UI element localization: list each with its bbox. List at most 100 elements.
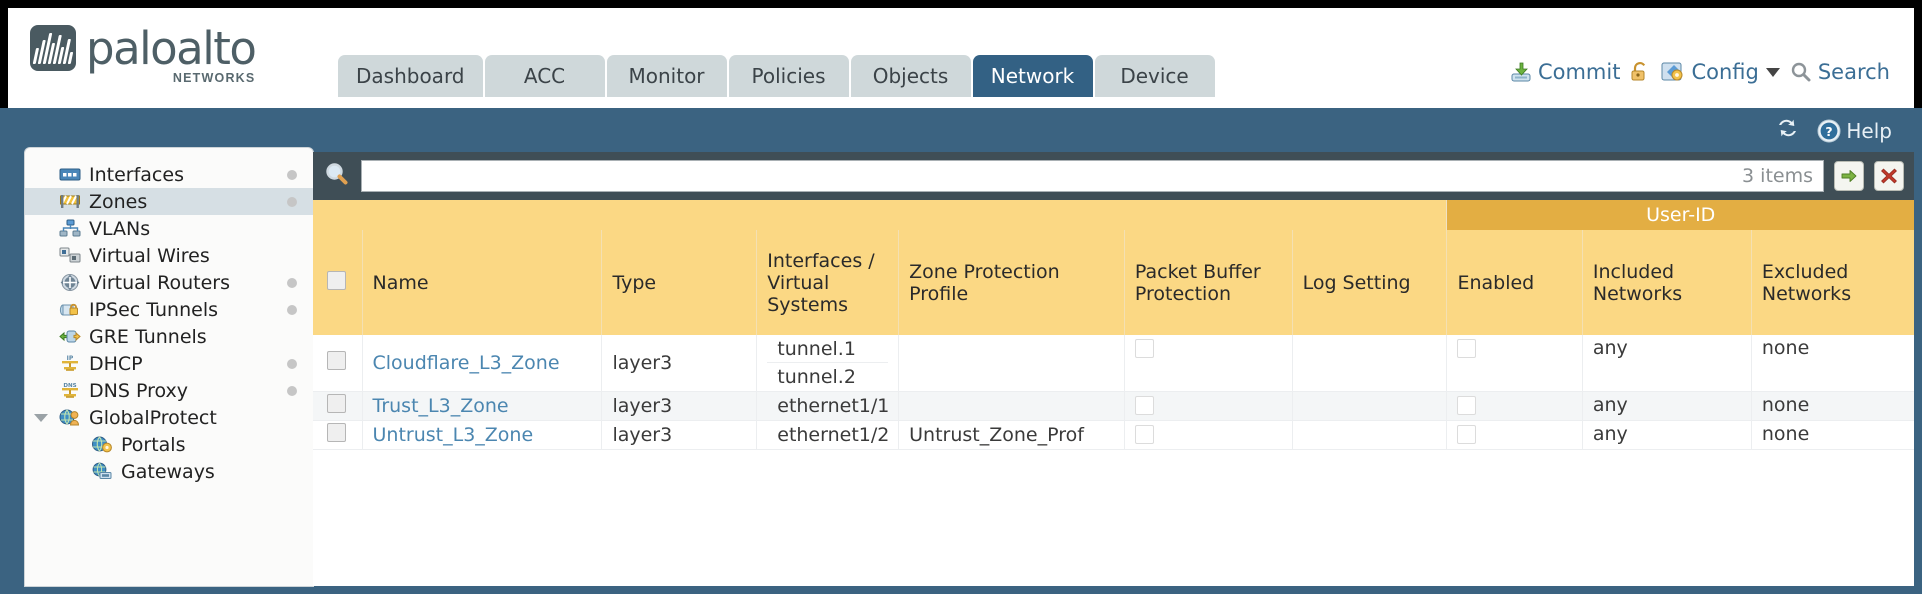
sidebar-item-interfaces[interactable]: Interfaces (25, 161, 313, 188)
vlans-icon (59, 219, 81, 238)
nav-tab-monitor[interactable]: Monitor (606, 55, 727, 97)
sidebar-item-indicator-dot (287, 196, 297, 207)
sidebar-item-label: DNS Proxy (89, 379, 188, 402)
sidebar-item-virtual-routers[interactable]: Virtual Routers (25, 269, 313, 296)
cell-log-setting (1291, 335, 1447, 392)
sidebar-item-indicator-dot (287, 358, 297, 369)
config-label: Config (1691, 60, 1759, 84)
column-header-excluded-networks[interactable]: Excluded Networks (1750, 230, 1914, 335)
select-all-checkbox[interactable] (327, 270, 346, 290)
column-header-type[interactable]: Type (601, 230, 757, 335)
interfaces-icon (59, 165, 81, 184)
nav-tab-network[interactable]: Network (972, 55, 1093, 97)
apply-filter-button[interactable] (1834, 161, 1864, 191)
column-header-name[interactable]: Name (361, 230, 602, 335)
packet-buffer-protection-checkbox[interactable] (1134, 425, 1154, 444)
nav-tab-dashboard[interactable]: Dashboard (338, 55, 483, 97)
cell-log-setting (1291, 420, 1447, 450)
search-button[interactable]: Search (1789, 60, 1890, 84)
sidebar-item-portals[interactable]: Portals (25, 431, 313, 458)
column-header-zone-protection-profile[interactable]: Zone Protection Profile (898, 230, 1125, 335)
cell-packet-buffer-protection (1123, 335, 1293, 392)
gre-tunnels-icon (59, 327, 81, 346)
help-button[interactable]: ? Help (1816, 118, 1892, 144)
nav-tab-policies[interactable]: Policies (728, 55, 849, 97)
nav-tab-acc[interactable]: ACC (484, 55, 605, 97)
cell-name: Trust_L3_Zone (361, 391, 602, 421)
user-id-enabled-checkbox[interactable] (1457, 425, 1477, 444)
dns-proxy-icon: DNS (59, 381, 81, 400)
packet-buffer-protection-checkbox[interactable] (1134, 339, 1154, 358)
clear-filter-button[interactable] (1874, 161, 1904, 191)
zones-icon (59, 192, 81, 211)
chevron-down-icon[interactable] (34, 413, 48, 422)
commit-label: Commit (1537, 60, 1621, 84)
column-header-interfaces-virtual-systems[interactable]: Interfaces / Virtual Systems (756, 230, 899, 335)
zone-name-link[interactable]: Cloudflare_L3_Zone (372, 352, 560, 374)
commit-button[interactable]: Commit (1509, 60, 1621, 84)
refresh-button[interactable] (1774, 116, 1802, 145)
sidebar-item-indicator-dot (287, 169, 297, 180)
row-select-checkbox-cell (313, 420, 363, 450)
cell-user-id-enabled (1446, 420, 1583, 450)
packet-buffer-protection-checkbox[interactable] (1134, 396, 1154, 415)
search-input[interactable]: 3 items (361, 160, 1824, 192)
search-icon (1791, 62, 1811, 82)
row-select-checkbox[interactable] (327, 394, 346, 413)
sidebar-item-virtual-wires[interactable]: Virtual Wires (25, 242, 313, 269)
secondary-toolbar: ? Help (8, 108, 1914, 152)
sidebar-item-gateways[interactable]: Gateways (25, 458, 313, 485)
sidebar-item-zones[interactable]: Zones (25, 188, 313, 215)
cell-interfaces: ethernet1/2 (756, 420, 899, 450)
sidebar-item-label: GRE Tunnels (89, 325, 207, 348)
refresh-icon (1779, 119, 1797, 137)
sidebar-item-label: DHCP (89, 352, 143, 375)
svg-text:DNS: DNS (63, 383, 76, 389)
cell-included-networks: any (1581, 391, 1752, 421)
dhcp-icon: IP (59, 354, 81, 373)
sidebar-item-ipsec-tunnels[interactable]: IPSec Tunnels (25, 296, 313, 323)
cell-zone-protection-profile: Untrust_Zone_Prof (898, 420, 1125, 450)
zone-name-link[interactable]: Untrust_L3_Zone (372, 424, 534, 446)
sidebar-item-dhcp[interactable]: IP DHCP (25, 350, 313, 377)
row-select-checkbox[interactable] (327, 351, 346, 370)
ipsec-tunnels-icon (59, 300, 81, 319)
column-header-packet-buffer-protection[interactable]: Packet Buffer Protection (1123, 230, 1293, 335)
row-select-checkbox[interactable] (327, 423, 346, 442)
nav-tab-objects[interactable]: Objects (850, 55, 971, 97)
lock-button[interactable] (1629, 60, 1651, 84)
cell-log-setting (1291, 391, 1447, 421)
sidebar-item-label: Interfaces (89, 163, 184, 186)
column-header-enabled[interactable]: Enabled (1446, 230, 1583, 335)
brand-name: paloalto (86, 22, 257, 75)
zone-name-link[interactable]: Trust_L3_Zone (372, 395, 509, 417)
sidebar-item-dns-proxy[interactable]: DNS DNS Proxy (25, 377, 313, 404)
user-id-enabled-checkbox[interactable] (1457, 396, 1477, 415)
brand-subtitle: NETWORKS (172, 70, 256, 85)
sidebar-item-globalprotect[interactable]: GlobalProtect (25, 404, 313, 431)
config-menu[interactable]: Config (1660, 60, 1780, 84)
sidebar-item-gre-tunnels[interactable]: GRE Tunnels (25, 323, 313, 350)
portals-icon (91, 435, 113, 454)
select-all-checkbox-cell (313, 230, 363, 335)
column-header-log-setting[interactable]: Log Setting (1291, 230, 1447, 335)
svg-text:?: ? (1826, 124, 1833, 139)
search-icon-filter[interactable] (323, 160, 351, 193)
cell-type: layer3 (601, 391, 757, 421)
sidebar-item-label: Gateways (121, 460, 215, 483)
nav-tab-device[interactable]: Device (1094, 55, 1215, 97)
sidebar-item-vlans[interactable]: VLANs (25, 215, 313, 242)
cell-type: layer3 (601, 335, 757, 392)
cell-excluded-networks: none (1750, 335, 1914, 392)
user-id-enabled-checkbox[interactable] (1457, 339, 1477, 358)
column-header-included-networks[interactable]: Included Networks (1581, 230, 1752, 335)
nav-tab-label: Monitor (628, 64, 705, 88)
